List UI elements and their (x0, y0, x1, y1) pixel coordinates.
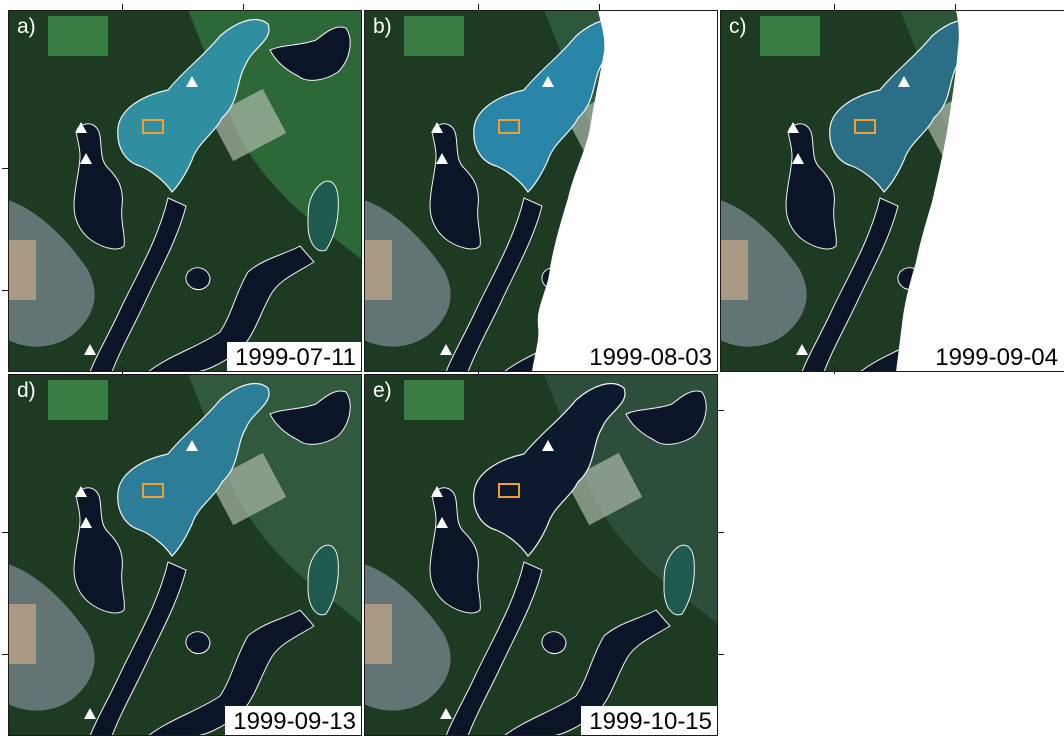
eastern-pond (307, 180, 339, 252)
study-area-box (142, 119, 164, 134)
sampling-site-marker (787, 122, 799, 133)
date-label-c: 1999-09-04 (927, 341, 1064, 372)
green-field-patch (760, 16, 820, 56)
sampling-site-marker (80, 153, 92, 164)
green-field-patch (48, 380, 108, 420)
satellite-image-c (720, 10, 1064, 372)
study-area-box (498, 119, 520, 134)
tick-mark (599, 4, 600, 10)
sampling-site-marker (436, 153, 448, 164)
tick-mark (243, 4, 244, 10)
sampling-site-marker (436, 517, 448, 528)
sampling-site-marker (431, 122, 443, 133)
sampling-site-marker (440, 708, 452, 719)
satellite-image-b (364, 10, 718, 372)
panel-label-e: e) (373, 379, 392, 402)
satellite-image-e (364, 374, 718, 736)
river-channel (89, 561, 187, 736)
study-area-box (854, 119, 876, 134)
date-label-d: 1999-09-13 (225, 705, 362, 736)
panel-b: b) 1999-08-03 (364, 10, 718, 372)
tick-mark (2, 532, 8, 533)
panel-label-c: c) (729, 15, 747, 38)
field-patch-orange (364, 240, 392, 300)
town-area (8, 564, 95, 711)
tick-mark (955, 4, 956, 10)
sampling-site-marker (84, 708, 96, 719)
cloud-mask (896, 10, 1064, 372)
sampling-site-marker (542, 76, 554, 87)
northeast-lake (269, 26, 351, 81)
main-lake (117, 19, 270, 193)
sampling-site-marker (796, 344, 808, 355)
field-patch-orange (8, 240, 36, 300)
northeast-lake (269, 390, 351, 445)
sampling-site-marker (898, 76, 910, 87)
date-label-e: 1999-10-15 (581, 705, 718, 736)
sampling-site-marker (792, 153, 804, 164)
satellite-image-a (8, 10, 362, 372)
panel-label-d: d) (17, 379, 36, 402)
sampling-site-marker (75, 122, 87, 133)
sampling-site-marker (80, 517, 92, 528)
tick-mark (2, 290, 8, 291)
town-area (720, 200, 807, 347)
cloud-mask (532, 10, 718, 372)
tick-mark (834, 4, 835, 10)
river-channel (445, 561, 543, 736)
tick-mark (2, 168, 8, 169)
field-patch-orange (720, 240, 748, 300)
sampling-site-marker (440, 344, 452, 355)
panel-a: a) 1999-07-11 (8, 10, 362, 372)
panel-e: e) 1999-10-15 (364, 374, 718, 736)
sampling-site-marker (75, 486, 87, 497)
eastern-pond (307, 544, 339, 616)
river-channel (89, 197, 187, 372)
sampling-site-marker (542, 440, 554, 451)
tick-mark (478, 4, 479, 10)
study-area-box (498, 483, 520, 498)
small-pond (185, 631, 211, 655)
town-area (364, 200, 451, 347)
date-label-b: 1999-08-03 (581, 341, 718, 372)
northeast-lake (625, 390, 707, 445)
town-area (364, 564, 451, 711)
field-patch-orange (8, 604, 36, 664)
small-pond (185, 267, 211, 291)
main-lake (829, 19, 982, 193)
tick-mark (478, 366, 479, 374)
panel-label-a: a) (17, 15, 36, 38)
sampling-site-marker (84, 344, 96, 355)
eastern-pond (663, 544, 695, 616)
small-pond (541, 631, 567, 655)
tick-mark (718, 532, 724, 533)
green-field-patch (404, 380, 464, 420)
main-lake (117, 383, 270, 557)
town-area (8, 200, 95, 347)
study-area-box (142, 483, 164, 498)
panel-d: d) 1999-09-13 (8, 374, 362, 736)
sampling-site-marker (186, 76, 198, 87)
green-field-patch (48, 16, 108, 56)
river-channel (445, 197, 543, 372)
green-field-patch (404, 16, 464, 56)
tick-mark (718, 410, 724, 411)
panel-c: c) 1999-09-04 (720, 10, 1064, 372)
tick-mark (122, 4, 123, 10)
tick-mark (834, 366, 835, 374)
panel-label-b: b) (373, 15, 392, 38)
river-channel (801, 197, 899, 372)
satellite-image-d (8, 374, 362, 736)
main-lake (473, 19, 626, 193)
tick-mark (2, 654, 8, 655)
tick-mark (718, 654, 724, 655)
date-label-a: 1999-07-11 (227, 341, 362, 372)
main-lake (473, 383, 626, 557)
tick-mark (122, 366, 123, 374)
sampling-site-marker (431, 486, 443, 497)
sampling-site-marker (186, 440, 198, 451)
field-patch-orange (364, 604, 392, 664)
